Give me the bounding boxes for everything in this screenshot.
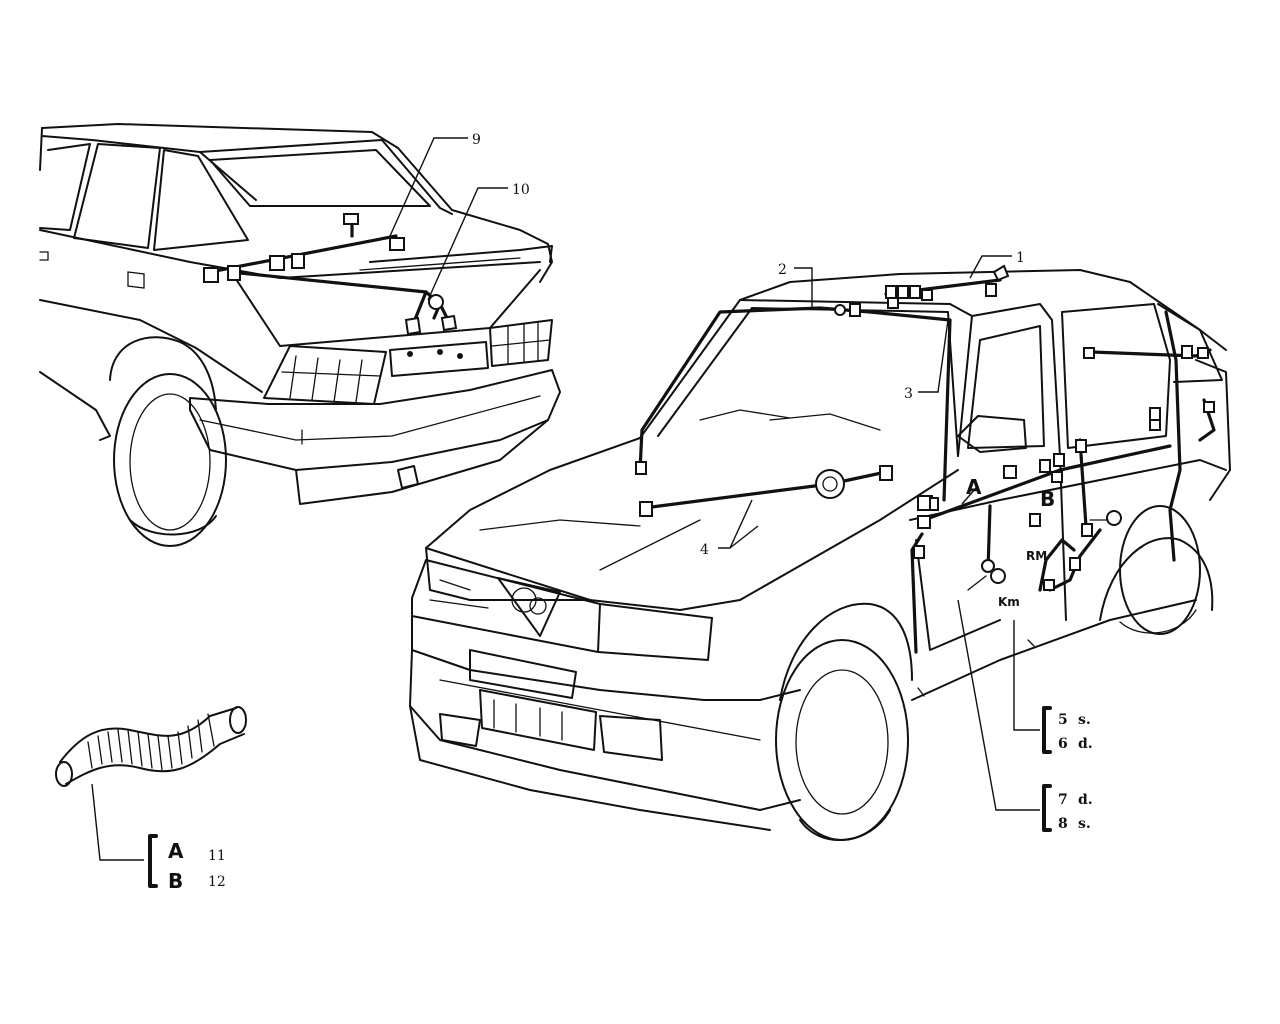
variant-number-6: 6 — [1058, 736, 1068, 752]
door-marker-rm: RM — [1026, 549, 1047, 563]
sheath-letter-a: A — [168, 839, 184, 863]
variant-side-6: d. — [1078, 736, 1093, 752]
sheath-letter-b: B — [168, 869, 183, 893]
variant-number-5: 5 — [1058, 712, 1068, 728]
sheath-number-12: 12 — [208, 874, 226, 890]
side-variant-list: 5 s. 6 d. 7 d. 8 s. — [1058, 712, 1093, 832]
callout-label-4: 4 — [700, 542, 709, 558]
variant-side-5: s. — [1078, 712, 1091, 728]
sheath-number-11: 11 — [208, 848, 226, 864]
front-harness — [635, 264, 1216, 654]
sheath-variant-list: A 11 B 12 — [168, 839, 226, 893]
callout-label-1: 1 — [1016, 250, 1025, 266]
door-marker-a: A — [966, 475, 982, 499]
callout-label-9: 9 — [472, 132, 481, 148]
variant-brackets — [148, 706, 1052, 888]
callout-label-10: 10 — [512, 182, 530, 198]
door-marker-b: B — [1040, 487, 1055, 511]
variant-side-7: d. — [1078, 792, 1093, 808]
door-marker-km: Km — [998, 595, 1020, 609]
variant-side-8: s. — [1078, 816, 1091, 832]
front-view-car — [409, 269, 1231, 841]
rear-harness — [203, 213, 458, 336]
rear-view-car — [39, 123, 561, 547]
callout-label-3: 3 — [904, 386, 913, 402]
variant-number-8: 8 — [1058, 816, 1068, 832]
corrugated-sheath — [55, 706, 247, 787]
variant-number-7: 7 — [1058, 792, 1068, 808]
callout-label-2: 2 — [778, 262, 787, 278]
leader-lines — [91, 137, 1040, 861]
